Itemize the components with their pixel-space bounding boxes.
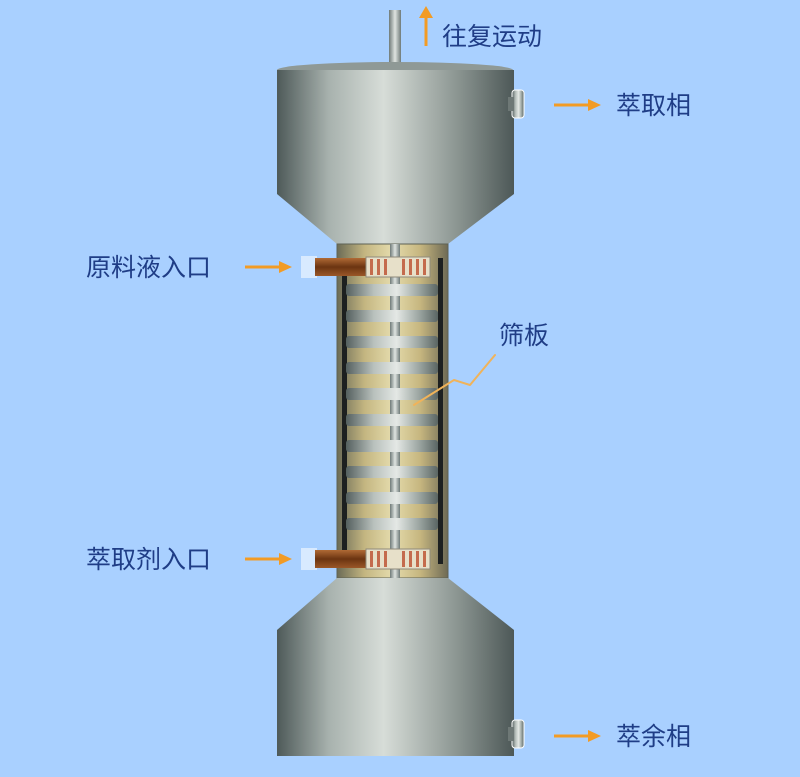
sieve-plate-leader-line [413,354,496,406]
extract-phase-label: 萃取相 [616,91,692,120]
feed-inlet-nozzle [301,256,431,278]
extract-outlet-arrow-icon [554,99,601,111]
solvent-inlet-nozzle [301,548,431,570]
reciprocating-motion-arrow-icon [419,6,433,46]
raffinate-outlet-nozzle [508,719,525,749]
raffinate-outlet-arrow-icon [554,730,601,742]
raffinate-phase-label: 萃余相 [616,722,692,751]
top-settling-chamber [277,62,514,244]
feed-inlet-label: 原料液入口 [86,253,212,282]
feed-inlet-arrow-icon [245,261,292,273]
sieve-plate-label: 筛板 [499,321,550,350]
bottom-settling-chamber [277,578,514,756]
reciprocating-rod [389,10,401,68]
central-rod [390,244,400,578]
solvent-inlet-arrow-icon [245,553,292,565]
extract-outlet-nozzle [508,89,525,119]
solvent-inlet-label: 萃取剂入口 [86,545,212,574]
reciprocating-motion-label: 往复运动 [442,22,543,51]
sieve-plates [346,284,438,530]
